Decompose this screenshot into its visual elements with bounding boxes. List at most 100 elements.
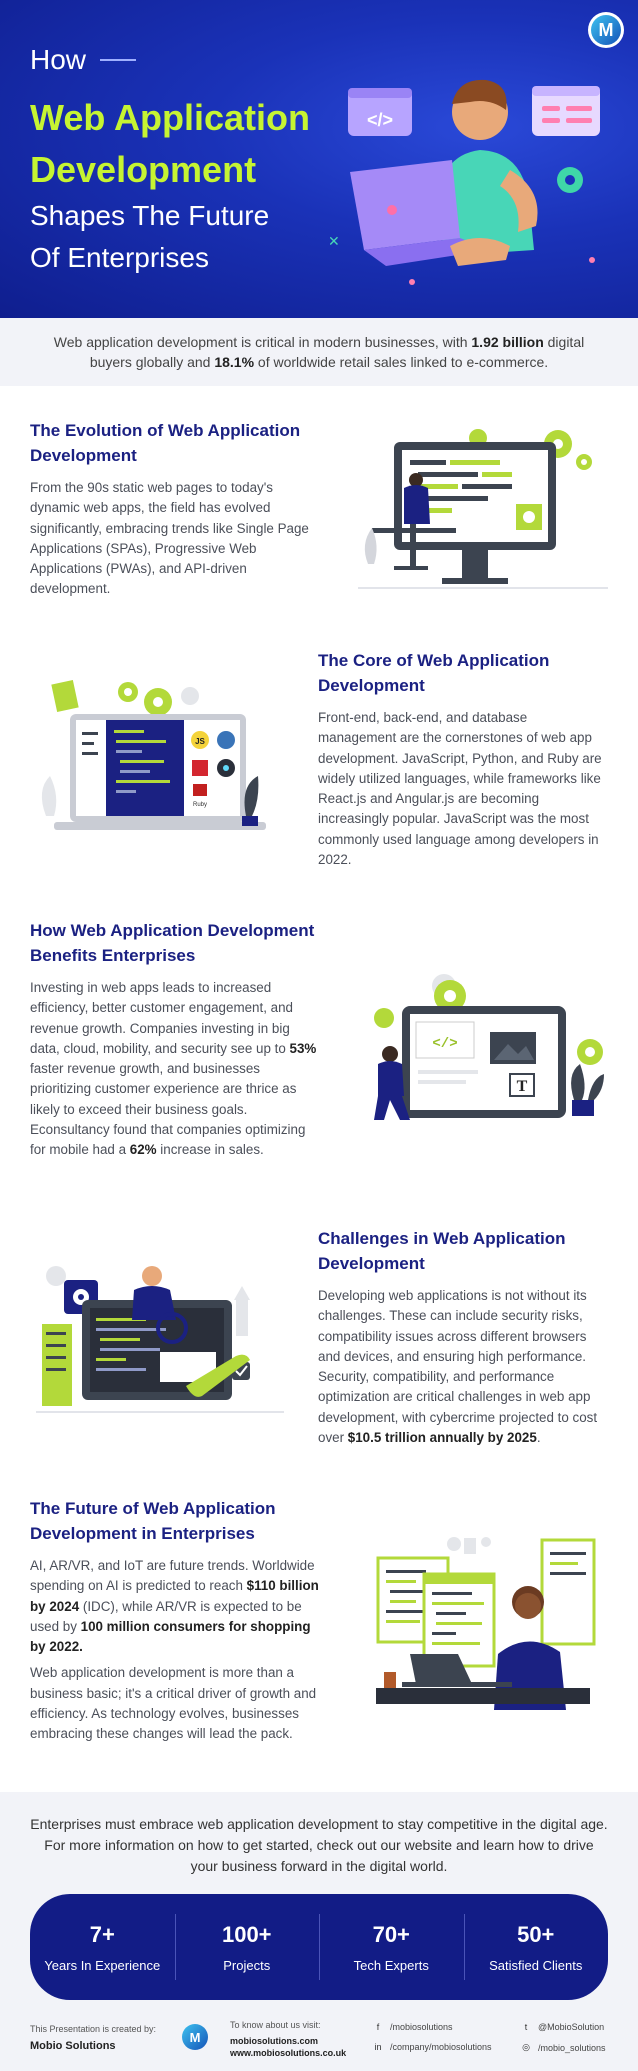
- footer-linkedin-link[interactable]: in /company/mobiosolutions: [372, 2042, 492, 2052]
- section-evolution-body: From the 90s static web pages to today's…: [30, 480, 309, 597]
- benefits-body-c: increase in sales.: [156, 1142, 264, 1158]
- footer-instagram-link[interactable]: ◎ /mobio_solutions: [520, 2042, 606, 2053]
- laptop-icon: [410, 1654, 472, 1684]
- core-illustration: JS Ruby: [41, 680, 266, 830]
- footer-know-more: To know about us visit:: [230, 2020, 321, 2030]
- ruby-icon: [193, 784, 207, 796]
- hero-developer-illustration: </> ✕: [330, 79, 600, 285]
- footer-brand: Mobio Solutions: [30, 2040, 116, 2052]
- intro-band: Web application development is critical …: [0, 318, 638, 386]
- instagram-icon: ◎: [522, 2042, 530, 2052]
- svg-text:Ruby: Ruby: [193, 802, 207, 808]
- twitter-icon: t: [524, 2022, 528, 2032]
- stat-value: 70+: [372, 1921, 410, 1947]
- magnifier-icon: [156, 1312, 188, 1344]
- stat-label: Satisfied Clients: [489, 1957, 583, 1973]
- outro-message: Enterprises must embrace web application…: [30, 1816, 608, 1874]
- footer-created-by: This Presentation is created by:: [30, 2024, 157, 2034]
- benefits-body-b: faster revenue growth, and businesses pr…: [30, 1061, 306, 1158]
- stat-label: Projects: [223, 1957, 271, 1973]
- facebook-icon: f: [376, 2022, 380, 2032]
- document-icon: [51, 680, 79, 712]
- text-tool-icon: [509, 1073, 535, 1097]
- future-illustration: [376, 1537, 596, 1710]
- footer-twitter-text: @MobioSolution: [538, 2022, 605, 2032]
- hero-title-line2: Development: [30, 149, 257, 190]
- footer-logo[interactable]: M: [182, 2024, 208, 2050]
- ui-window-icon: [532, 86, 600, 136]
- stat-value: 100+: [221, 1921, 272, 1947]
- keyboard-icon: [402, 1682, 512, 1687]
- wrench-icon: [186, 1354, 250, 1397]
- stat-value: 50+: [517, 1921, 555, 1947]
- code-window-icon: [348, 88, 412, 136]
- footer-facebook-link[interactable]: f /mobiosolutions: [372, 2022, 453, 2032]
- section-benefits-title: How Web Application Development Benefits…: [30, 921, 315, 965]
- svg-text:T: T: [517, 1078, 528, 1095]
- evolution-illustration: [358, 429, 608, 589]
- footer-email-link[interactable]: mobiosolutions.com: [230, 2036, 319, 2046]
- laptop-icon: [350, 160, 460, 250]
- footer-twitter-link[interactable]: t @MobioSolution: [520, 2022, 604, 2032]
- challenges-illustration: [36, 1266, 284, 1413]
- section-challenges-body: Developing web applications is not witho…: [318, 1286, 610, 1448]
- challenges-body-a: Developing web applications is not witho…: [318, 1288, 598, 1446]
- intro-text: Web application development is critical …: [40, 332, 598, 372]
- section-future-title: The Future of Web Application Developmen…: [30, 1499, 276, 1543]
- challenges-bold-a: $10.5 trillion annually by 2025: [347, 1430, 537, 1446]
- svg-text:</>: </>: [432, 1036, 457, 1052]
- intro-text-b: digital buyers globally and: [89, 334, 585, 370]
- hero-banner: How Web Application Development Shapes T…: [0, 0, 638, 318]
- challenges-body-b: .: [536, 1430, 541, 1446]
- future-bold-b: 100 million consumers for shopping by 20…: [30, 1618, 311, 1655]
- coffee-cup-icon: [384, 1672, 396, 1688]
- footer: This Presentation is created by: Mobio S…: [0, 2010, 638, 2071]
- section-future-body: AI, AR/VR, and IoT are future trends. Wo…: [30, 1556, 320, 1745]
- svg-text:JS: JS: [195, 737, 205, 746]
- stat-clients: 50+ Satisfied Clients: [463, 1894, 609, 2000]
- section-core-title: The Core of Web Application Development: [318, 651, 550, 695]
- section-benefits-body: Investing in web apps leads to increased…: [30, 978, 320, 1161]
- section-core-body: Front-end, back-end, and database manage…: [318, 710, 602, 868]
- future-body-b: (IDC), while AR/VR is expected to be use…: [30, 1598, 302, 1634]
- stat-value: 7+: [89, 1921, 115, 1947]
- hero-how: How: [30, 44, 137, 76]
- brand-logo[interactable]: M: [588, 12, 624, 48]
- footer-instagram-text: /mobio_solutions: [538, 2042, 606, 2053]
- future-bold-a: $110 billion by 2024: [30, 1578, 319, 1614]
- server-icon: [42, 1324, 72, 1406]
- footer-website-link[interactable]: www.mobiosolutions.co.uk: [230, 2048, 347, 2058]
- stat-projects: 100+ Projects: [174, 1894, 320, 2000]
- angular-icon: [192, 760, 208, 776]
- stat-experts: 70+ Tech Experts: [319, 1894, 464, 2000]
- hero-subtitle: Shapes The Future Of Enterprises: [30, 195, 269, 279]
- future-body-c: Web application development is more than…: [30, 1665, 317, 1742]
- future-body-a: AI, AR/VR, and IoT are future trends. Wo…: [30, 1558, 315, 1594]
- stat-label: Tech Experts: [353, 1957, 429, 1973]
- stat-label: Years In Experience: [44, 1957, 161, 1973]
- footer-facebook-text: /mobiosolutions: [390, 2022, 453, 2032]
- rocket-icon: [236, 1300, 248, 1336]
- hero-subtitle-line1: Shapes The Future: [30, 200, 270, 231]
- intro-text-a: Web application development is critical …: [53, 334, 472, 350]
- hero-how-text: How: [30, 44, 87, 75]
- section-challenges-title: Challenges in Web Application Developmen…: [318, 1229, 566, 1273]
- benefits-body-a: Investing in web apps leads to increased…: [30, 980, 294, 1056]
- benefits-bold-b: 62%: [129, 1142, 157, 1158]
- python-icon: [217, 731, 235, 749]
- linkedin-icon: in: [374, 2042, 382, 2052]
- footer-linkedin-text: /company/mobiosolutions: [390, 2042, 492, 2052]
- intro-text-c: of worldwide retail sales linked to e-co…: [254, 354, 549, 370]
- brand-logo-letter: M: [591, 15, 621, 45]
- hero-title: Web Application Development: [30, 92, 310, 196]
- section-evolution-title: The Evolution of Web Application Develop…: [30, 421, 301, 465]
- code-glyph-text: </>: [367, 110, 393, 130]
- hero-subtitle-line2: Of Enterprises: [30, 242, 209, 273]
- intro-bold-a: 1.92 billion: [471, 334, 544, 350]
- stats-bar: 7+ Years In Experience 100+ Projects 70+…: [30, 1894, 608, 2000]
- intro-bold-b: 18.1%: [214, 354, 255, 370]
- stat-experience: 7+ Years In Experience: [30, 1894, 175, 2000]
- hero-dash: [100, 59, 137, 61]
- javascript-icon: [191, 731, 209, 749]
